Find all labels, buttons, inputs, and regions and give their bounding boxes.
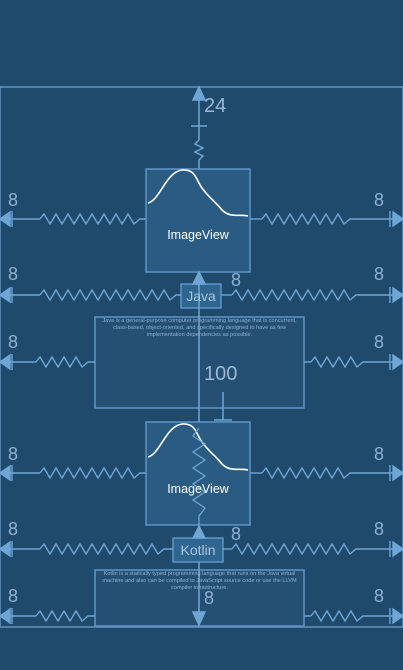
margin-left-row1: 8 xyxy=(8,190,19,210)
image-view-1[interactable] xyxy=(145,168,251,273)
bottom-constraint xyxy=(191,562,207,627)
margin-right-row5: 8 xyxy=(374,519,385,539)
image-view-2[interactable] xyxy=(145,421,251,526)
center-constraint xyxy=(191,270,232,422)
margin-center-row2: 8 xyxy=(231,270,242,290)
top-constraint xyxy=(191,85,207,170)
kotlin-paragraph: Kotlin is a statically typed programming… xyxy=(102,571,297,591)
image-view-1-label: ImageView xyxy=(167,228,229,242)
java-chip[interactable] xyxy=(180,283,222,309)
kotlin-label: Kotlin xyxy=(180,542,216,558)
margin-right-row4: 8 xyxy=(374,444,385,464)
inner-spring xyxy=(191,427,207,539)
margin-right-row2: 8 xyxy=(374,264,385,284)
margin-left-row3: 8 xyxy=(8,332,19,352)
top-margin-value: 24 xyxy=(204,95,227,117)
image-view-1-curve xyxy=(147,169,249,217)
java-paragraph: Java is a general-purpose computer progr… xyxy=(102,318,297,338)
margin-left-row4: 8 xyxy=(8,444,19,464)
margin-left-row5: 8 xyxy=(8,519,19,539)
margin-right-row6: 8 xyxy=(374,586,385,606)
margin-right-row1: 8 xyxy=(374,190,385,210)
bottom-margin-value: 8 xyxy=(204,588,215,608)
margin-right-row3: 8 xyxy=(374,332,385,352)
center-margin-value: 100 xyxy=(204,363,238,385)
margin-left-row6: 8 xyxy=(8,586,19,606)
parent-layout xyxy=(0,86,403,628)
image-view-2-label: ImageView xyxy=(167,482,229,496)
margin-left-row2: 8 xyxy=(8,264,19,284)
side-constraints xyxy=(0,210,403,625)
margin-center-row5: 8 xyxy=(231,524,242,544)
java-label: Java xyxy=(186,288,216,304)
